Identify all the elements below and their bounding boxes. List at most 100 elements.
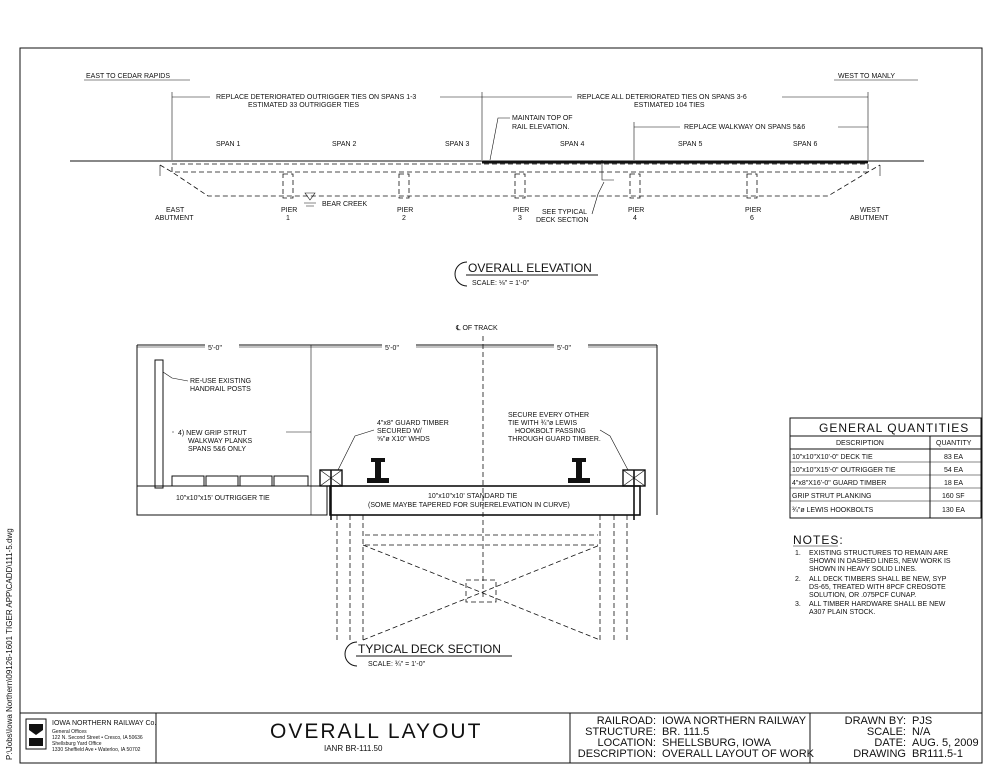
see-typical-line1: SEE TYPICAL bbox=[542, 209, 587, 216]
overall-elevation: EAST TO CEDAR RAPIDS WEST TO MANLY REPLA… bbox=[70, 73, 924, 287]
pier-label-6: PIER bbox=[745, 207, 761, 214]
drawing-number-label: DRAWING bbox=[853, 748, 906, 760]
standard-tie bbox=[329, 485, 641, 516]
grip-line1: 4) NEW GRIP STRUT bbox=[178, 430, 247, 437]
guard-line3: ⅝"ø X10" WHDS bbox=[377, 436, 430, 443]
note-text: ALL TIMBER HARDWARE SHALL BE NEW bbox=[809, 601, 946, 608]
guard-line1: 4"x8" GUARD TIMBER bbox=[377, 420, 449, 427]
rail-right bbox=[568, 458, 590, 483]
secure-line2: TIE WITH ¾"ø LEWIS bbox=[508, 420, 577, 427]
notes: NOTES: 1. EXISTING STRUCTURES TO REMAIN … bbox=[793, 533, 951, 616]
span-label-1: SPAN 1 bbox=[216, 141, 240, 148]
track-centerline-label: ℄ OF TRACK bbox=[455, 325, 498, 332]
date-value: AUG. 5, 2009 bbox=[912, 737, 979, 749]
secure-line3: HOOKBOLT PASSING bbox=[515, 428, 586, 435]
quantity-row-value: 160 SF bbox=[942, 493, 965, 500]
drawn-by-value: PJS bbox=[912, 715, 932, 727]
note-outrigger-line2: ESTIMATED 33 OUTRIGGER TIES bbox=[248, 102, 359, 109]
notes-title: NOTES: bbox=[793, 533, 844, 547]
span-label-2: SPAN 2 bbox=[332, 141, 356, 148]
direction-west: WEST TO MANLY bbox=[838, 73, 895, 80]
file-path: P:\Jobs\Iowa Northern\09126-1601 TIGER A… bbox=[5, 528, 14, 760]
general-quantities-table: GENERAL QUANTITIES DESCRIPTION QUANTITY … bbox=[789, 417, 982, 519]
span-label-5: SPAN 5 bbox=[678, 141, 702, 148]
secure-line1: SECURE EVERY OTHER bbox=[508, 412, 589, 419]
note-rail-line2: RAIL ELEVATION. bbox=[512, 124, 569, 131]
drawing-subtitle: IANR BR-111.50 bbox=[324, 744, 383, 753]
pier-label-2: PIER bbox=[397, 207, 413, 214]
company-address-3: Shellsburg Yard Office bbox=[52, 741, 102, 747]
scale-value: N/A bbox=[912, 726, 931, 738]
note-outrigger-line1: REPLACE DETERIORATED OUTRIGGER TIES ON S… bbox=[216, 94, 416, 101]
description-value: OVERALL LAYOUT OF WORK bbox=[662, 748, 815, 760]
quantity-row-value: 130 EA bbox=[942, 507, 965, 514]
quantity-row-description: 10"x10"X15'-0" OUTRIGGER TIE bbox=[792, 467, 896, 474]
note-text: DS-65, TREATED WITH 8PCF CREOSOTE bbox=[809, 584, 946, 591]
note-text: EXISTING STRUCTURES TO REMAIN ARE bbox=[809, 550, 948, 557]
span-label-3: SPAN 3 bbox=[445, 141, 469, 148]
quantities-header-description: DESCRIPTION bbox=[836, 440, 884, 447]
west-abutment-line2: ABUTMENT bbox=[850, 215, 889, 222]
note-text: SHOWN IN DASHED LINES, NEW WORK IS bbox=[809, 558, 951, 565]
section-scale: SCALE: ¾" = 1'-0" bbox=[368, 661, 426, 668]
pier-number-1: 1 bbox=[286, 215, 290, 222]
note-ties-line1: REPLACE ALL DETERIORATED TIES ON SPANS 3… bbox=[577, 94, 747, 101]
pier-number-4: 4 bbox=[633, 215, 637, 222]
note-text: SHOWN IN HEAVY SOLID LINES. bbox=[809, 566, 917, 573]
note-text: ALL DECK TIMBERS SHALL BE NEW, SYP bbox=[809, 576, 947, 583]
elevation-title: OVERALL ELEVATION bbox=[468, 261, 592, 275]
standard-tie-line1: 10"x10"x10' STANDARD TIE bbox=[428, 493, 518, 500]
note-text: A307 PLAIN STOCK. bbox=[809, 609, 875, 616]
drawing-number-value: BR111.5-1 bbox=[912, 748, 963, 760]
company-address-4: 1330 Sheffield Ave • Waterloo, IA 50702 bbox=[52, 747, 141, 753]
railroad-value: IOWA NORTHERN RAILWAY bbox=[662, 715, 807, 727]
company-name: IOWA NORTHERN RAILWAY Co. bbox=[52, 720, 156, 727]
quantity-row-value: 83 EA bbox=[944, 454, 963, 461]
reuse-line2: HANDRAIL POSTS bbox=[190, 386, 251, 393]
note-number: 2. bbox=[795, 576, 801, 583]
dimension-left: 5'-0" bbox=[208, 345, 222, 352]
note-rail-line1: MAINTAIN TOP OF bbox=[512, 115, 573, 122]
location-label: LOCATION: bbox=[598, 737, 656, 749]
structure-label: STRUCTURE: bbox=[585, 726, 656, 738]
section-title: TYPICAL DECK SECTION bbox=[358, 642, 501, 656]
span-label-4: SPAN 4 bbox=[560, 141, 584, 148]
drawing-title: OVERALL LAYOUT bbox=[270, 720, 482, 743]
quantity-row-description: 10"x10"X10'-0" DECK TIE bbox=[792, 454, 873, 461]
direction-east: EAST TO CEDAR RAPIDS bbox=[86, 73, 170, 80]
location-value: SHELLSBURG, IOWA bbox=[662, 737, 772, 749]
note-text: SOLUTION, OR .075PCF CUNAP. bbox=[809, 592, 916, 599]
creek-label: BEAR CREEK bbox=[322, 201, 367, 208]
pier-number-2: 2 bbox=[402, 215, 406, 222]
quantity-row-value: 18 EA bbox=[944, 480, 963, 487]
standard-tie-line2: (SOME MAYBE TAPERED FOR SUPERELEVATION I… bbox=[368, 502, 570, 509]
pier-label-3: PIER bbox=[513, 207, 529, 214]
outrigger-tie bbox=[136, 485, 328, 516]
sheet-border bbox=[19, 47, 983, 764]
elevation-title-symbol bbox=[454, 261, 468, 287]
quantities-title: GENERAL QUANTITIES bbox=[819, 421, 969, 435]
typical-deck-section: ℄ OF TRACK 5'-0" 5'-0" 5'-0" RE-USE EXIS… bbox=[136, 325, 658, 668]
note-ties-line2: ESTIMATED 104 TIES bbox=[634, 102, 705, 109]
company-address-2: 122 N. Second Street • Cresco, IA 50636 bbox=[52, 735, 143, 741]
quantity-row-description: 4"x8"X16'-0" GUARD TIMBER bbox=[792, 480, 886, 487]
water-level-icon bbox=[304, 192, 316, 207]
drawn-by-label: DRAWN BY: bbox=[845, 715, 906, 727]
description-label: DESCRIPTION: bbox=[578, 748, 656, 760]
east-abutment-line2: ABUTMENT bbox=[155, 215, 194, 222]
section-title-symbol bbox=[344, 641, 358, 667]
dimension-right: 5'-0" bbox=[557, 345, 571, 352]
pier-label-4: PIER bbox=[628, 207, 644, 214]
dimension-center: 5'-0" bbox=[385, 345, 399, 352]
scale-label: SCALE: bbox=[867, 726, 906, 738]
see-typical-line2: DECK SECTION bbox=[536, 217, 589, 224]
company-address-1: General Offices bbox=[52, 729, 87, 735]
railroad-label: RAILROAD: bbox=[597, 715, 656, 727]
company-logo bbox=[25, 718, 47, 750]
east-abutment-line1: EAST bbox=[166, 207, 185, 214]
rail-left bbox=[367, 458, 389, 483]
pier-number-6: 6 bbox=[750, 215, 754, 222]
outrigger-tie-label: 10"x10"x15' OUTRIGGER TIE bbox=[176, 495, 270, 502]
secure-line4: THROUGH GUARD TIMBER. bbox=[508, 436, 601, 443]
